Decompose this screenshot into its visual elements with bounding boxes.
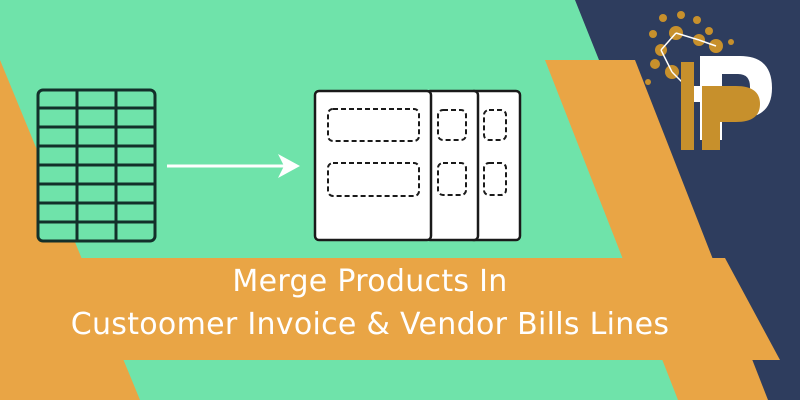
logo-letter-p xyxy=(702,86,760,150)
merged-documents-icon xyxy=(313,89,522,242)
table-grid-icon xyxy=(36,88,157,243)
right-arrow-icon xyxy=(167,154,300,178)
banner-title-line-1: Merge Products In xyxy=(232,264,508,299)
company-logo xyxy=(645,11,772,150)
logo-letter-i xyxy=(681,62,694,150)
banner-title-line-2: Custoomer Invoice & Vendor Bills Lines xyxy=(70,307,670,342)
logo-gap xyxy=(694,86,702,102)
title-band xyxy=(0,258,780,360)
